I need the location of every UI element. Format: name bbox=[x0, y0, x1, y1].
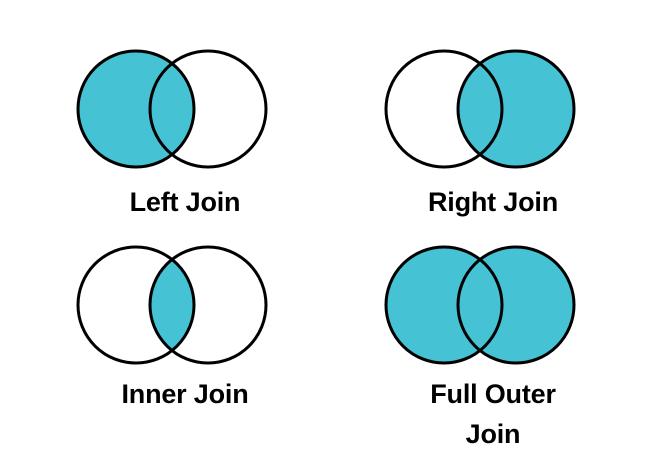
label-inner-join: Inner Join bbox=[121, 379, 249, 409]
full-outer-join-venn bbox=[384, 245, 576, 365]
left-join-venn bbox=[76, 49, 268, 169]
left-join-intersection bbox=[150, 51, 194, 167]
label-full-outer-join: Full Outer Join bbox=[430, 379, 556, 449]
right-join-venn bbox=[384, 49, 576, 169]
inner-join-venn bbox=[76, 245, 268, 365]
full-outer-join-circle-right-outline bbox=[456, 245, 576, 365]
diagram-right-join bbox=[378, 44, 593, 174]
inner-join-intersection bbox=[150, 247, 194, 363]
right-join-circle-right-outline bbox=[456, 49, 576, 169]
diagram-inner-join bbox=[70, 240, 285, 370]
inner-join-circle-right-outline bbox=[148, 245, 268, 365]
diagram-full-outer-join bbox=[378, 240, 593, 370]
left-join-circle-left-outline bbox=[76, 49, 196, 169]
diagram-left-join bbox=[70, 44, 285, 174]
left-join-circle-right-outline bbox=[148, 49, 268, 169]
label-left-join: Left Join bbox=[129, 187, 241, 217]
label-right-join: Right Join bbox=[428, 187, 558, 217]
full-outer-join-circle-right bbox=[458, 247, 574, 363]
right-join-intersection bbox=[458, 51, 502, 167]
full-outer-join-circle-left-outline bbox=[384, 245, 504, 365]
inner-join-circle-left-outline bbox=[76, 245, 196, 365]
right-join-circle-left-outline bbox=[384, 49, 504, 169]
